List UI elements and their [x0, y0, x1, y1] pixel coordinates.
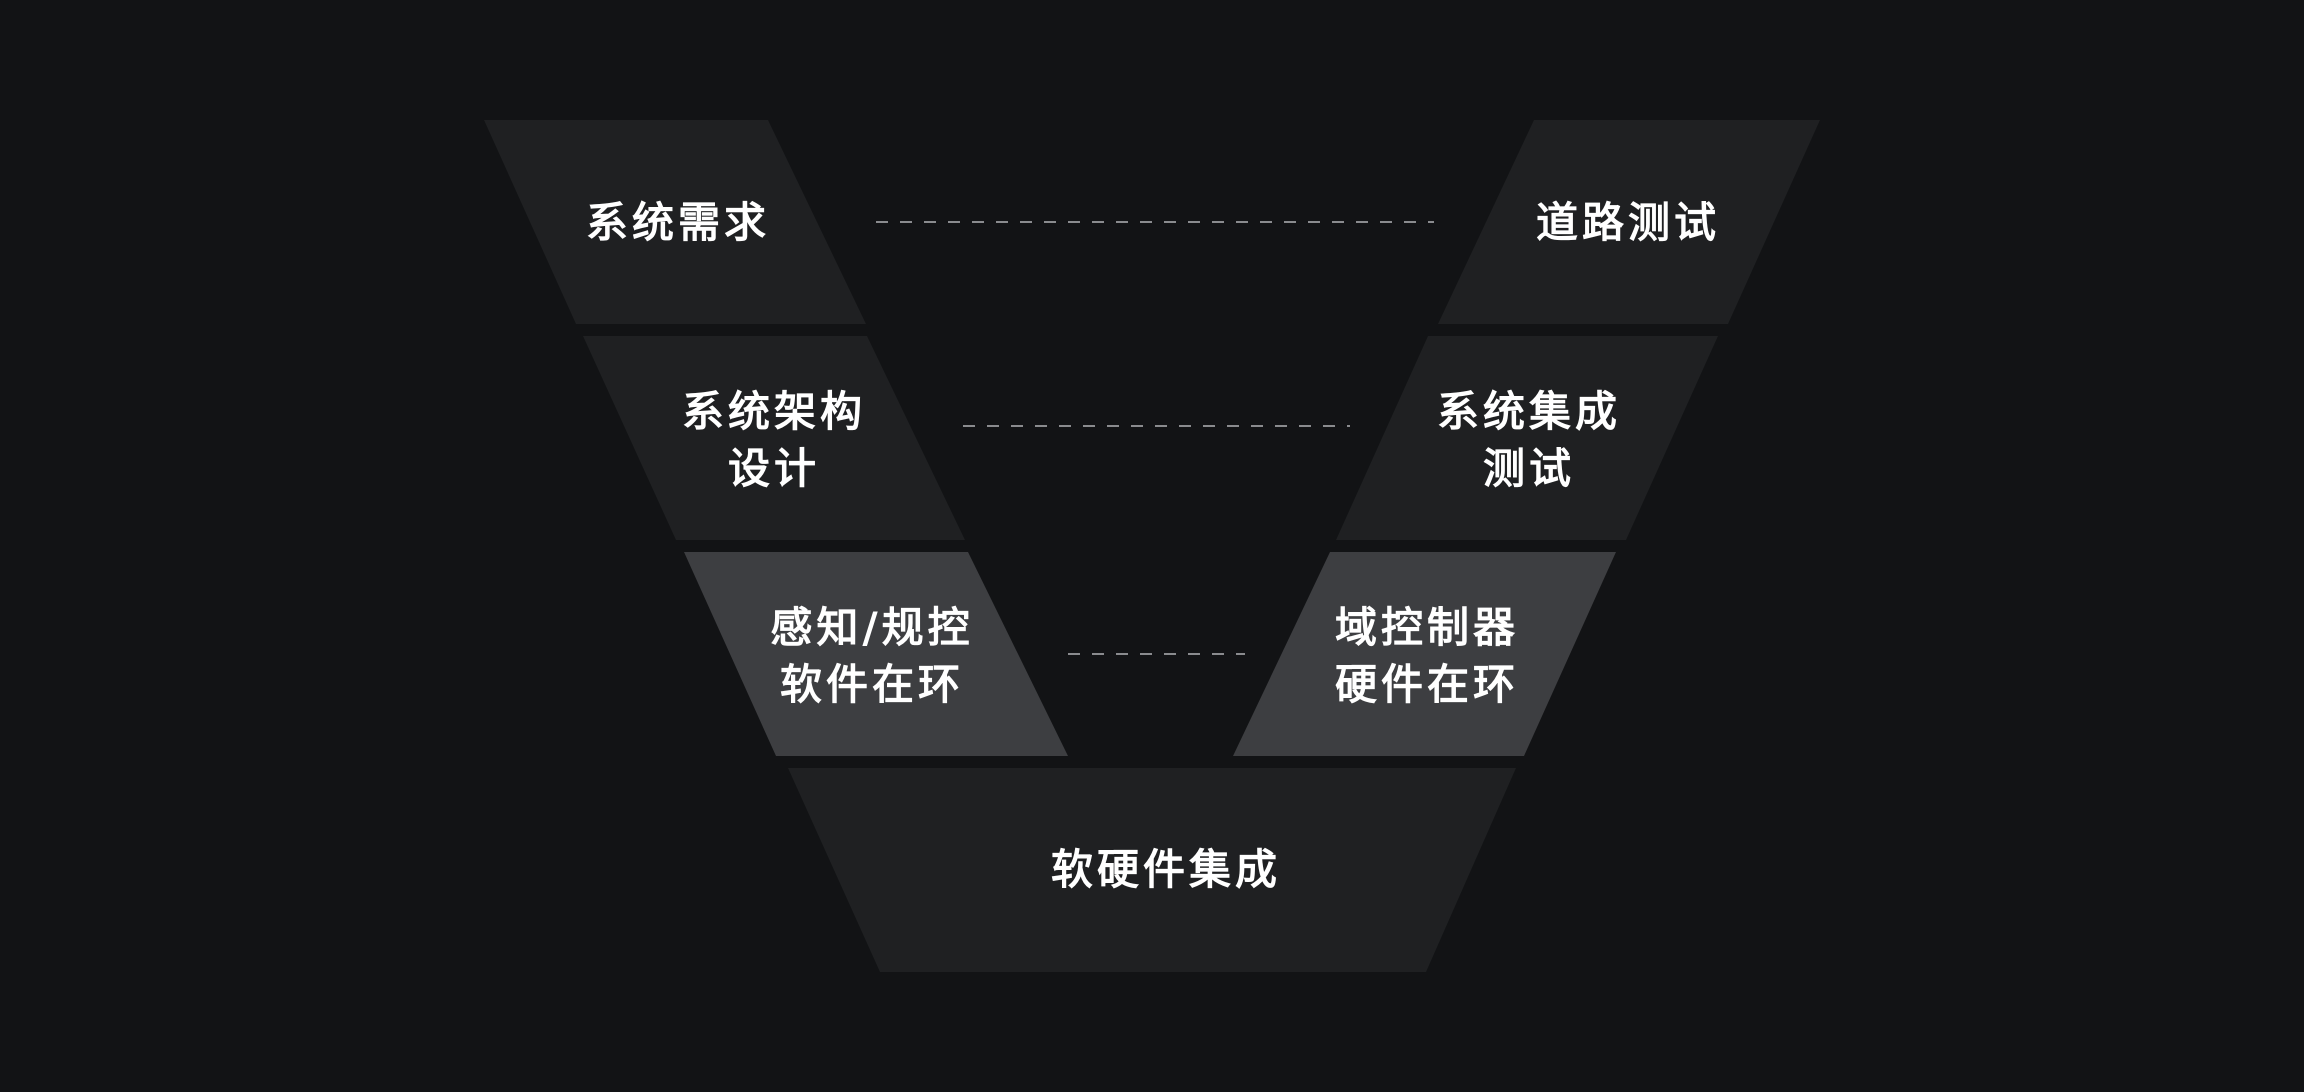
label-system-architecture-design-line2: 设计 [728, 444, 820, 493]
block-road-test [1438, 120, 1820, 324]
block-hardware-in-loop [1233, 552, 1616, 756]
label-system-requirements: 系统需求 [586, 198, 770, 247]
block-system-integration-test [1336, 336, 1718, 540]
label-system-integration-test-line1: 系统集成 [1437, 387, 1621, 436]
label-software-in-loop-line2: 软件在环 [780, 660, 964, 709]
block-system-requirements [484, 120, 866, 324]
label-hardware-in-loop-line2: 硬件在环 [1335, 660, 1519, 709]
label-system-integration-test-line2: 测试 [1483, 444, 1575, 493]
block-software-in-loop [684, 552, 1068, 756]
label-road-test: 道路测试 [1536, 198, 1720, 247]
block-system-architecture-design [583, 336, 965, 540]
label-hw-sw-integration: 软硬件集成 [1051, 845, 1281, 894]
block-hw-sw-integration [788, 768, 1516, 972]
label-hardware-in-loop-line1: 域控制器 [1335, 603, 1519, 652]
label-software-in-loop-line1: 感知/规控 [770, 603, 973, 652]
label-system-architecture-design-line1: 系统架构 [682, 387, 866, 436]
